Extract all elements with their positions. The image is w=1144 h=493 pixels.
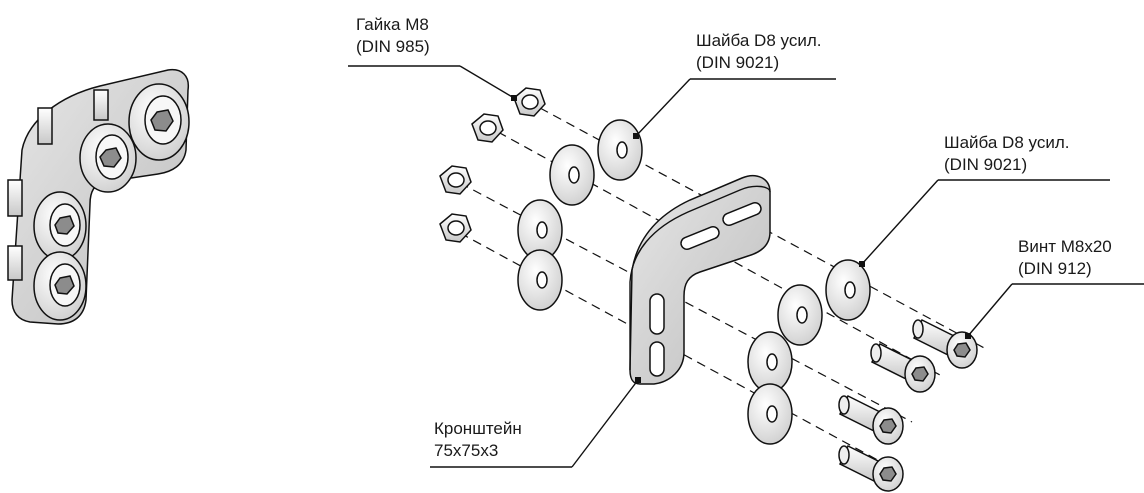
assembled-bolt-head <box>79 123 137 193</box>
bracket-slot <box>680 226 720 250</box>
washer-part <box>517 249 563 311</box>
assembled-bolt-head <box>128 83 190 161</box>
callout-nut-name: Гайка М8 <box>356 15 429 34</box>
assembled-bolt-head <box>33 191 87 261</box>
assembled-nut-edge <box>37 107 53 145</box>
assembled-nut-edge <box>7 179 23 217</box>
assembled-nut-edge <box>93 89 109 121</box>
bracket-slot <box>722 202 762 226</box>
assembled-view <box>7 68 190 325</box>
callout-screw-standard: (DIN 912) <box>1018 259 1092 278</box>
leader-bracket <box>430 377 641 468</box>
washer-part <box>597 119 643 181</box>
callout-screw-name: Винт М8х20 <box>1018 237 1112 256</box>
callout-washer-right: Шайба D8 усил. (DIN 9021) <box>944 132 1069 176</box>
callout-washer-right-standard: (DIN 9021) <box>944 155 1028 174</box>
washer-part <box>825 259 871 321</box>
callout-nut-standard: (DIN 985) <box>356 37 430 56</box>
callout-washer-right-name: Шайба D8 усил. <box>944 133 1070 152</box>
nut-part <box>439 213 472 243</box>
callout-nut: Гайка М8 (DIN 985) <box>356 14 430 58</box>
assembled-bolt-head <box>33 251 87 321</box>
leader-washer-right <box>859 179 1110 267</box>
callout-bracket-name: Кронштейн <box>434 419 522 438</box>
callout-screw: Винт М8х20 (DIN 912) <box>1018 236 1112 280</box>
bracket-slot <box>649 293 665 335</box>
washer-part <box>747 383 793 445</box>
washer-part <box>747 331 793 393</box>
bracket-slot <box>649 341 665 377</box>
nut-part <box>439 165 472 195</box>
callout-bracket-standard: 75х75х3 <box>434 441 499 460</box>
callout-washer-top-name: Шайба D8 усил. <box>696 31 822 50</box>
screw-part <box>838 444 904 492</box>
callout-bracket: Кронштейн 75х75х3 <box>434 418 522 462</box>
screw-part <box>870 342 936 393</box>
leader-nut <box>348 65 517 101</box>
bracket-part <box>629 174 771 385</box>
nut-part <box>513 87 546 117</box>
callout-washer-top: Шайба D8 усил. (DIN 9021) <box>696 30 821 74</box>
screw-part <box>838 394 904 445</box>
callout-washer-top-standard: (DIN 9021) <box>696 53 780 72</box>
washer-part <box>549 144 595 206</box>
washer-part <box>777 284 823 346</box>
nut-part <box>471 113 504 143</box>
leader-washer-top <box>633 78 836 139</box>
assembled-nut-edge <box>7 245 23 281</box>
screw-part <box>912 318 978 369</box>
leader-screw <box>965 283 1144 339</box>
